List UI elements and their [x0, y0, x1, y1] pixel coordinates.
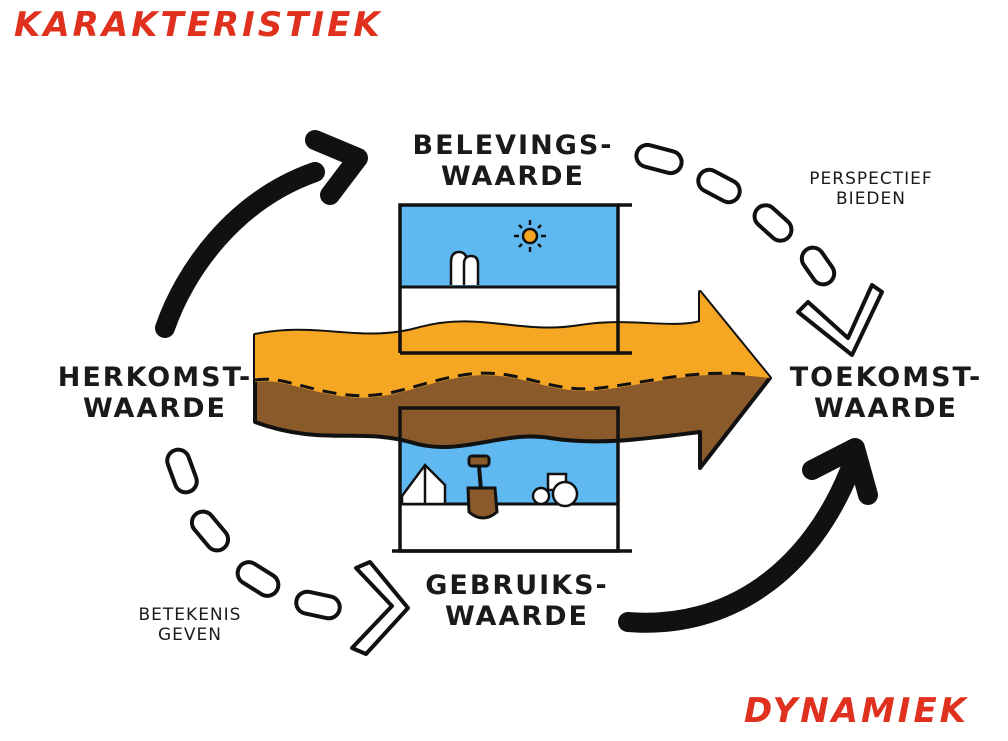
- landscape-layer-arrow: [253, 290, 772, 470]
- window-frames: [392, 203, 632, 553]
- dashed-arrow-herkomst-to-gebruiks: [165, 447, 410, 656]
- node-gebruikswaarde: GEBRUIKS- WAARDE: [392, 570, 642, 632]
- tractor-icon: [531, 472, 579, 508]
- edge-label-perspectief-line2: BIEDEN: [836, 188, 906, 209]
- node-gebruikswaarde-line2: WAARDE: [444, 601, 589, 633]
- node-toekomstwaarde: TOEKOMST- WAARDE: [770, 362, 1002, 424]
- edge-label-betekenis-geven: BETEKENIS GEVEN: [110, 605, 270, 645]
- dashed-arrow-belevings-to-toekomst: [634, 142, 884, 357]
- node-toekomstwaarde-line2: WAARDE: [813, 393, 958, 425]
- node-belevingswaarde-line1: BELEVINGS-: [412, 130, 614, 161]
- edge-label-perspectief-line1: PERSPECTIEF: [809, 169, 933, 189]
- house-icon: [400, 463, 447, 506]
- node-herkomstwaarde-line2: WAARDE: [82, 393, 227, 425]
- label-dynamiek: DYNAMIEK: [744, 691, 970, 731]
- node-gebruikswaarde-line1: GEBRUIKS-: [425, 570, 609, 601]
- node-herkomstwaarde: HERKOMST- WAARDE: [40, 362, 270, 424]
- edge-label-perspectief-bieden: PERSPECTIEF BIEDEN: [776, 169, 966, 209]
- sun-icon: [514, 220, 546, 252]
- label-karakteristiek: KARAKTERISTIEK: [14, 5, 383, 45]
- arrow-herkomst-to-belevings: [155, 130, 368, 338]
- node-belevingswaarde-line2: WAARDE: [440, 161, 585, 193]
- node-herkomstwaarde-line1: HERKOMST-: [57, 362, 253, 393]
- arrow-gebruiks-to-toekomst: [618, 438, 878, 633]
- edge-label-betekenis-line2: GEVEN: [157, 624, 222, 645]
- node-belevingswaarde: BELEVINGS- WAARDE: [378, 130, 648, 192]
- people-icon: [449, 250, 480, 285]
- shovel-icon: [466, 454, 499, 520]
- node-toekomstwaarde-line1: TOEKOMST-: [789, 362, 983, 393]
- edge-label-betekenis-line1: BETEKENIS: [138, 605, 242, 625]
